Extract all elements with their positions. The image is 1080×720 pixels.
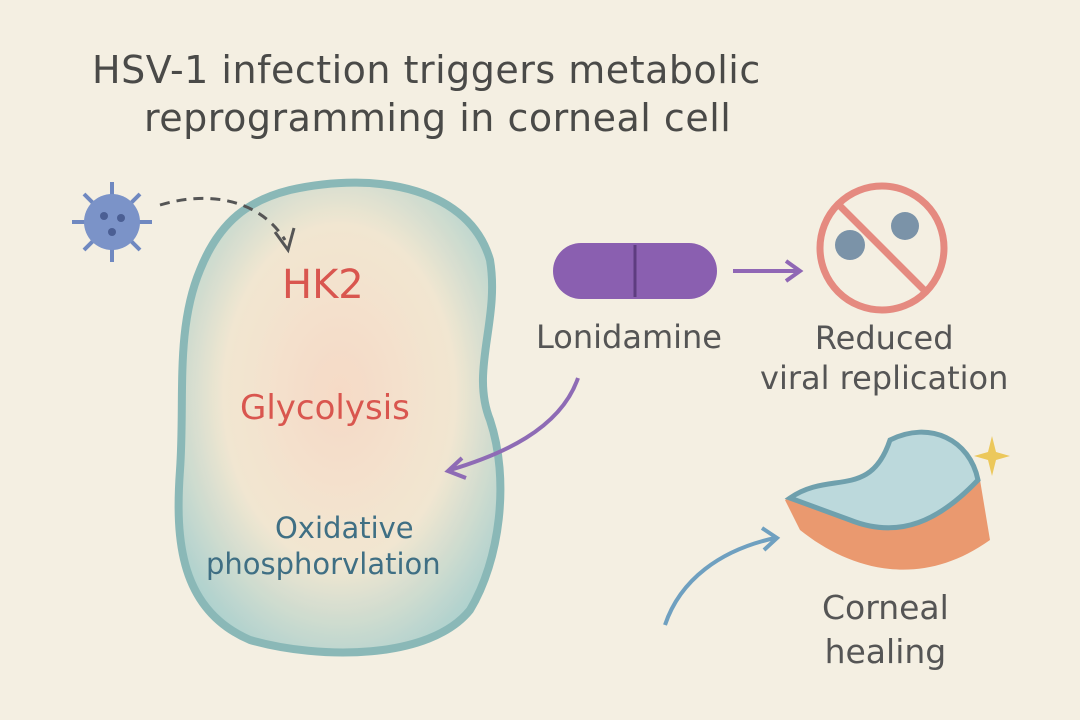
oxphos-line-2: phosphorvlation (206, 547, 441, 581)
corneal-cell-shape (174, 178, 505, 657)
healing-line-1: Corneal (822, 588, 949, 627)
title-line-1: HSV-1 infection triggers metabolic (92, 48, 761, 92)
infection-arrow (159, 196, 296, 254)
oxphos-line-1: Oxidative (274, 511, 414, 545)
healing-line-2: healing (824, 632, 947, 671)
drug-label: Lonidamine (536, 318, 722, 356)
hk2-label: HK2 (282, 262, 364, 308)
oxphos-label: Oxidative phosphorvlation (206, 510, 441, 582)
reduced-line-1: Reduced (814, 319, 954, 357)
inhibition-arrow (733, 259, 804, 283)
page-title: HSV-1 infection triggers metabolic repro… (92, 46, 761, 142)
reduced-line-2: viral replication (760, 359, 1009, 397)
no-virus-icon (816, 182, 948, 314)
corneal-healing-label: Corneal healing (822, 586, 949, 674)
sparkle-icon (974, 436, 1010, 476)
cornea-icon (784, 429, 1010, 570)
virus-icon (72, 182, 152, 262)
pill-icon (553, 243, 717, 299)
glycolysis-label: Glycolysis (240, 388, 410, 428)
drug-to-cell-arrow (444, 377, 580, 480)
title-line-2: reprogramming in corneal cell (144, 96, 732, 140)
healing-arrow (663, 526, 781, 626)
reduced-replication-label: Reduced viral replication (760, 318, 1008, 398)
